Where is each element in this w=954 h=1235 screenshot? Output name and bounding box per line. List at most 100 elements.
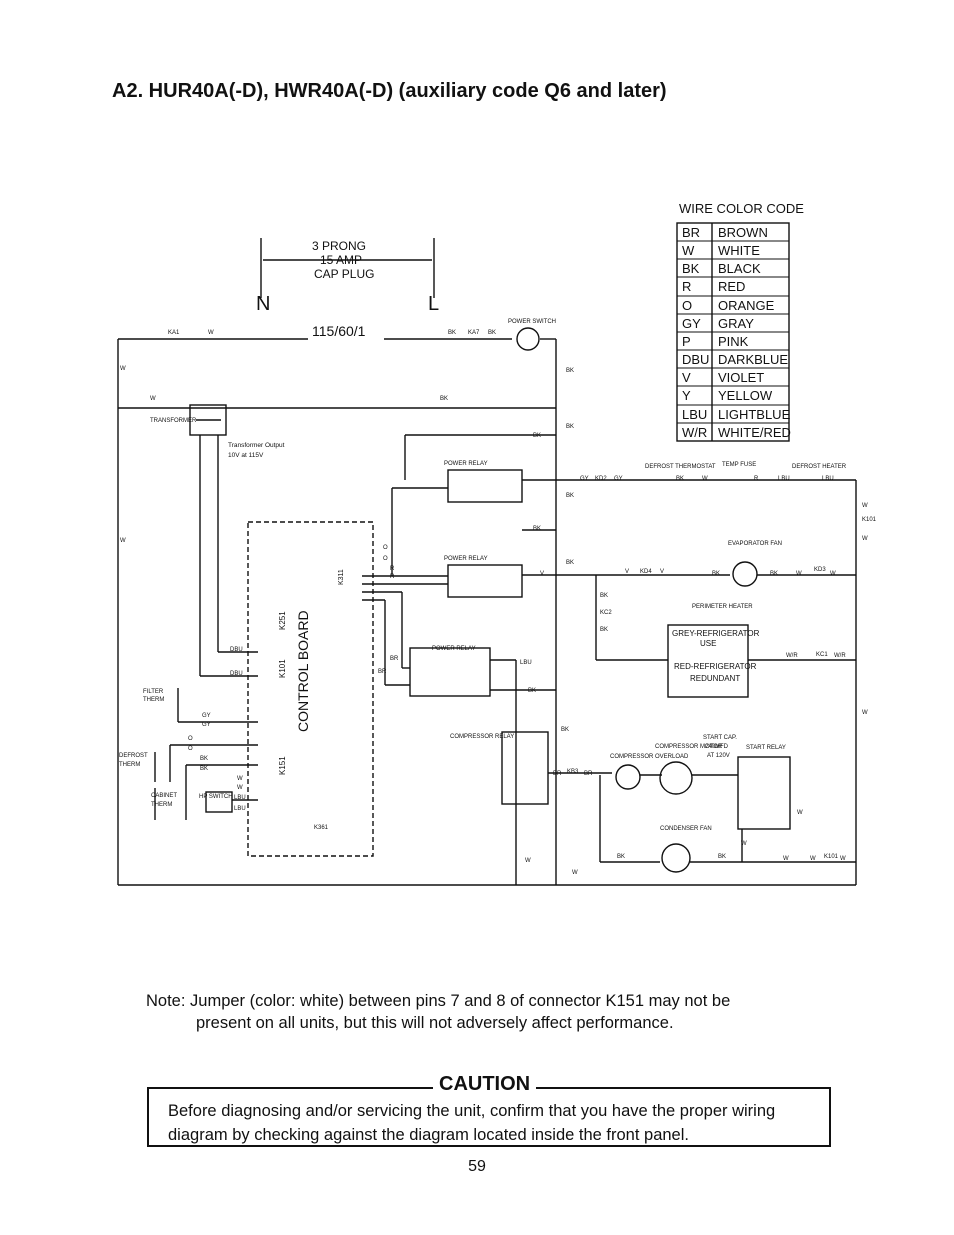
wire-labels: KA1 W BK KA7 BK BK W BK W BK BK GY KD2 G… [120,330,877,876]
wire-color: BROWN [718,225,768,240]
transformer-output-label: Transformer Output [228,442,285,449]
wire-code: V [682,370,691,385]
svg-text:V: V [625,569,629,575]
svg-text:O: O [383,545,388,551]
svg-text:W: W [702,476,708,482]
svg-text:W: W [862,503,868,509]
svg-text:W: W [237,776,243,782]
svg-text:BR: BR [390,656,399,662]
page-title: A2. HUR40A(-D), HWR40A(-D) (auxiliary co… [112,80,667,102]
start-cap-voltage: AT 120V [707,753,730,759]
red-redundant-label-2: REDUNDANT [690,674,740,683]
svg-text:BK: BK [533,526,541,532]
svg-text:W: W [150,396,156,402]
svg-text:BR: BR [553,771,562,777]
svg-text:W: W [796,571,802,577]
note-line-1: Note: Jumper (color: white) between pins… [146,992,731,1010]
svg-text:W: W [830,571,836,577]
start-cap-label: START CAP. [703,735,737,741]
wire-code: P [682,334,691,349]
svg-text:BK: BK [448,330,456,336]
cabinet-therm-label: CABINET [151,793,177,799]
svg-text:W: W [741,841,747,847]
svg-text:O: O [383,556,388,562]
svg-text:GY: GY [614,476,623,482]
svg-text:BK: BK [676,476,684,482]
wire-color: LIGHTBLUE [718,407,791,422]
k311-label: K311 [338,569,345,585]
wire-color: RED [718,279,745,294]
grey-use-label: GREY-REFRIGERATOR [672,629,760,638]
svg-text:LBU: LBU [778,476,790,482]
wire-code: Y [682,388,691,403]
svg-text:W/R: W/R [786,653,798,659]
svg-text:O: O [188,746,193,752]
svg-text:BK: BK [528,688,536,694]
svg-text:LBU: LBU [520,660,532,666]
power-switch-label: POWER SWITCH [508,319,556,325]
svg-text:BK: BK [440,396,448,402]
red-redundant-label: RED-REFRIGERATOR [674,662,757,671]
plug-line2: 15 AMP [320,253,362,267]
filter-therm-label: FILTER [143,689,164,695]
svg-text:BK: BK [600,627,608,633]
svg-text:GY: GY [202,722,211,728]
svg-text:BR: BR [378,669,387,675]
wiring-lines [117,222,857,886]
wire-code: GY [682,316,701,331]
svg-text:W: W [862,536,868,542]
svg-text:W: W [862,710,868,716]
wire-code: W/R [682,425,707,440]
wire-color: BLACK [718,261,761,276]
compressor-overload-label: COMPRESSOR OVERLOAD [610,754,689,760]
wire-color: WHITE [718,243,760,258]
wire-color: PINK [718,334,749,349]
evaporator-fan-label: EVAPORATOR FAN [728,541,782,547]
svg-text:W: W [840,856,846,862]
wire-color: WHITE/RED [718,425,791,440]
svg-text:W: W [783,856,789,862]
hp-switch-label: HP SWITCH [199,794,233,800]
wire-color: VIOLET [718,370,764,385]
power-relay-label: POWER RELAY [444,461,488,467]
wire-code: R [682,279,691,294]
transformer-label: TRANSFORMER [150,418,197,424]
line-label: L [428,293,439,315]
defrost-heater-label: DEFROST HEATER [792,464,847,470]
page-number: 59 [468,1158,486,1175]
power-relay-label: POWER RELAY [444,556,488,562]
svg-text:V: V [540,571,544,577]
svg-text:DBU: DBU [230,647,243,653]
wire-code-table: BR BROWN W WHITE BK BLACK R RED O ORANGE… [682,225,791,440]
defrost-therm-label: DEFROST [119,753,148,759]
k101-label: K101 [278,659,287,678]
svg-text:KB3: KB3 [567,769,579,775]
svg-text:BK: BK [600,593,608,599]
svg-text:LBU: LBU [822,476,834,482]
svg-text:W: W [120,366,126,372]
svg-text:V: V [660,569,664,575]
svg-text:R: R [754,476,759,482]
svg-text:W/R: W/R [834,653,846,659]
svg-text:W: W [237,785,243,791]
svg-text:BK: BK [200,766,208,772]
wire-code: BK [682,261,700,276]
svg-text:BK: BK [566,493,574,499]
wire-color: GRAY [718,316,754,331]
svg-text:R: R [390,574,395,580]
wire-color: DARKBLUE [718,352,788,367]
svg-text:O: O [188,736,193,742]
wire-code: O [682,298,692,313]
neutral-label: N [256,293,270,315]
svg-text:K101: K101 [862,517,877,523]
svg-text:BK: BK [488,330,496,336]
svg-text:LBU: LBU [234,795,246,801]
cabinet-therm-label-2: THERM [151,802,172,808]
svg-text:BK: BK [566,424,574,430]
filter-therm-label-2: THERM [143,697,164,703]
svg-text:LBU: LBU [234,806,246,812]
svg-text:BK: BK [566,368,574,374]
start-relay-label: START RELAY [746,745,786,751]
svg-text:BK: BK [200,756,208,762]
svg-text:BK: BK [561,727,569,733]
